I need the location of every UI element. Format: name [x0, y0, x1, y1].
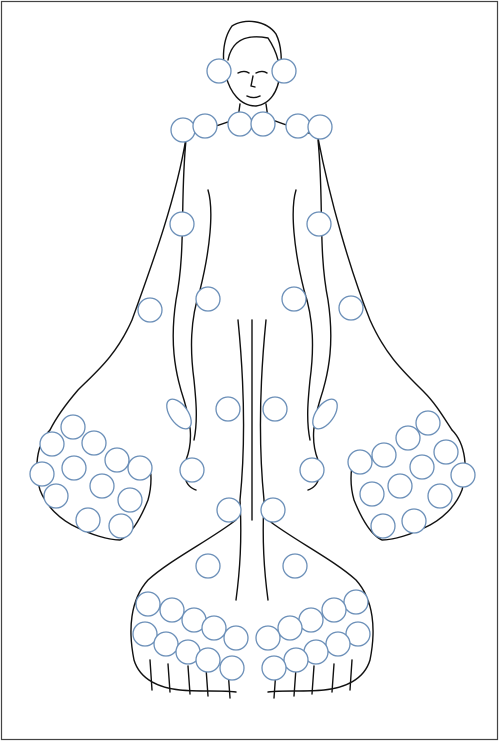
joint-marker [370, 513, 396, 539]
joint-marker [347, 449, 373, 475]
left-inner-arm [190, 189, 212, 441]
joint-marker [153, 631, 179, 657]
joint-marker [250, 111, 276, 137]
joint-marker [135, 591, 161, 617]
left-foot-fan [130, 519, 237, 693]
hair-line [227, 36, 279, 61]
joint-marker [307, 114, 333, 140]
joint-marker [108, 513, 134, 539]
left-arm-outer [49, 137, 187, 431]
joint-marker [195, 286, 221, 312]
joint-marker [255, 625, 281, 651]
joint-marker [132, 621, 158, 647]
joint-marker [299, 457, 325, 483]
joint-marker [321, 597, 347, 623]
joint-marker [371, 442, 397, 468]
joint-marker [427, 483, 453, 509]
joint-marker [201, 615, 227, 641]
joint-marker [219, 655, 245, 681]
joint-marker [282, 553, 308, 579]
joint-marker [29, 461, 55, 487]
joint-marker [283, 647, 309, 673]
joint-markers [29, 58, 476, 681]
right-inner-arm [292, 189, 314, 441]
joint-marker [261, 655, 287, 681]
joint-marker [223, 625, 249, 651]
joint-marker [195, 553, 221, 579]
joint-marker [75, 507, 101, 533]
joint-marker [195, 647, 221, 673]
nose [250, 75, 256, 88]
joint-marker [338, 295, 364, 321]
joint-marker [260, 497, 286, 523]
joint-marker [306, 211, 332, 237]
wrist-oval-marker [312, 398, 338, 430]
joint-marker [215, 396, 241, 422]
mouth [246, 95, 261, 99]
joint-marker [387, 473, 413, 499]
right-arm-outer [317, 137, 453, 431]
joint-marker [395, 425, 421, 451]
joint-marker [179, 457, 205, 483]
joint-marker [60, 414, 86, 440]
joint-marker [192, 113, 218, 139]
joint-marker [285, 113, 311, 139]
joint-marker [104, 447, 130, 473]
joint-marker [401, 508, 427, 534]
joint-marker [345, 621, 371, 647]
joint-marker [281, 286, 307, 312]
right-eye [255, 70, 268, 74]
joint-marker [117, 487, 143, 513]
joint-marker [137, 297, 163, 323]
joint-marker [39, 431, 65, 457]
joint-marker [43, 483, 69, 509]
joint-marker [262, 396, 288, 422]
joint-marker [81, 430, 107, 456]
joint-marker [271, 58, 297, 84]
joint-marker [450, 462, 476, 488]
joint-marker [433, 439, 459, 465]
joint-marker [415, 410, 441, 436]
joint-marker [359, 481, 385, 507]
left-eye [237, 70, 250, 74]
joint-marker [409, 454, 435, 480]
inner-legs [235, 319, 269, 601]
joint-marker [61, 455, 87, 481]
joint-marker [170, 117, 196, 143]
joint-marker [216, 497, 242, 523]
joint-marker [127, 455, 153, 481]
joint-marker [227, 111, 253, 137]
joint-marker [89, 473, 115, 499]
wrist-oval-marker [166, 398, 192, 430]
joint-marker [159, 597, 185, 623]
joint-marker [206, 58, 232, 84]
joint-marker [169, 211, 195, 237]
joint-marker [343, 589, 369, 615]
joint-marker [277, 615, 303, 641]
toe-lines [149, 659, 353, 699]
joint-marker [325, 631, 351, 657]
